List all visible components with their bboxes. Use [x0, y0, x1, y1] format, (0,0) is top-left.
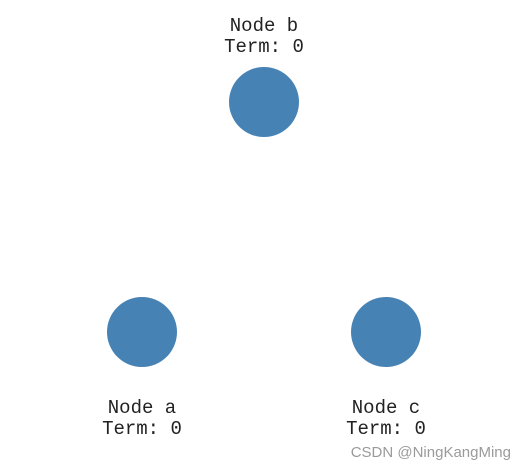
node-c-name: Node c [352, 397, 420, 419]
node-a-term: Term: 0 [102, 418, 182, 440]
node-b-circle[interactable] [229, 67, 299, 137]
node-b-term: Term: 0 [224, 36, 304, 58]
node-b-name: Node b [230, 15, 298, 37]
watermark-text: CSDN @NingKangMing [351, 444, 511, 461]
node-c-term: Term: 0 [346, 418, 426, 440]
node-a-circle[interactable] [107, 297, 177, 367]
node-a-name: Node a [108, 397, 176, 419]
node-c-circle[interactable] [351, 297, 421, 367]
node-c: Node c Term: 0 [346, 297, 426, 440]
node-b: Node b Term: 0 [224, 15, 304, 137]
node-a: Node a Term: 0 [102, 297, 182, 440]
